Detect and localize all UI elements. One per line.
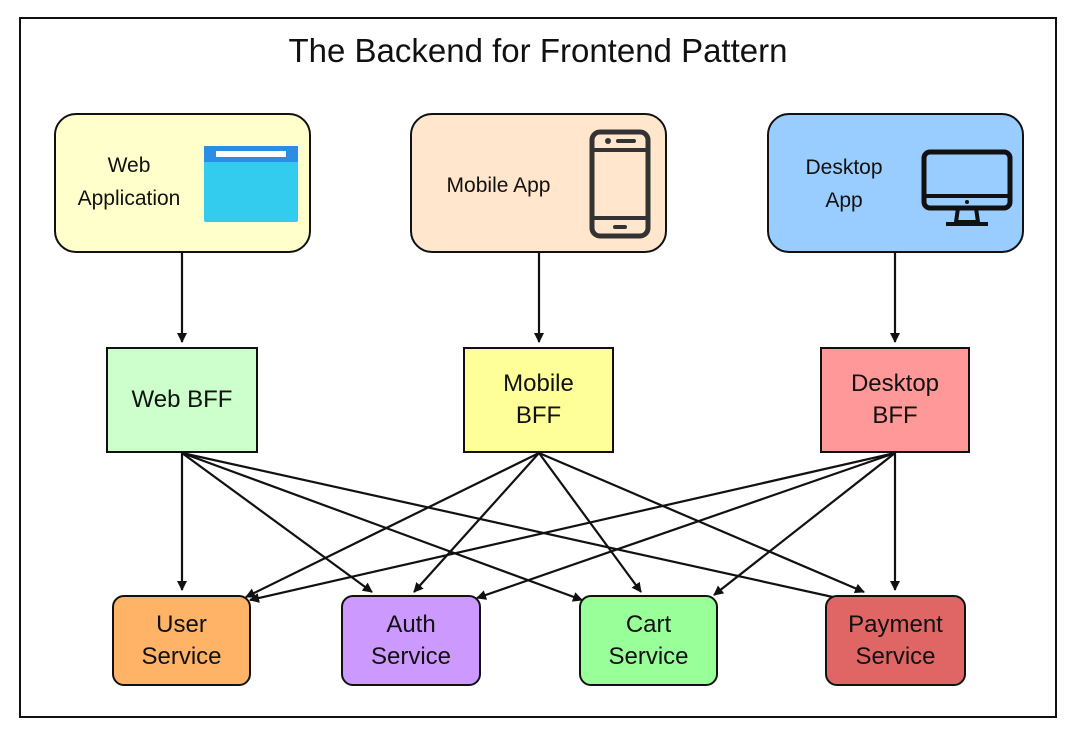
payment-service-label: Payment Service [848, 610, 943, 670]
desktop-monitor-icon [921, 149, 1013, 226]
mobile-app-label: Mobile App [446, 174, 551, 197]
auth-service-node: Auth Service [341, 595, 481, 686]
auth-service-label: Auth Service [370, 610, 452, 670]
edge-desktop-bff-to-auth [476, 451, 896, 600]
cart-service-label: Cart Service [608, 610, 689, 670]
diagram-title: The Backend for Frontend Pattern [288, 32, 788, 69]
web-application-label: Web Application [77, 154, 181, 210]
web-bff-label: Web BFF [131, 386, 233, 413]
edge-desktop-bff-to-cart [713, 452, 896, 596]
mobile-bff-node: Mobile BFF [463, 347, 614, 453]
edge-web-bff-to-payment [181, 451, 861, 606]
edge-mobile-bff-to-payment [538, 451, 865, 594]
edge-web-bff-to-auth [181, 452, 373, 593]
desktop-bff-node: Desktop BFF [820, 347, 970, 453]
mobile-app-node: Mobile App [410, 113, 667, 253]
smartphone-icon [589, 129, 651, 239]
user-service-node: User Service [112, 595, 251, 686]
cart-service-node: Cart Service [579, 595, 718, 686]
edge-web-bff-to-cart [181, 451, 583, 602]
diagram-frame [19, 17, 1057, 718]
edge-mobile-bff-to-auth [413, 452, 540, 593]
desktop-bff-label: Desktop BFF [850, 370, 940, 429]
mobile-bff-label: Mobile BFF [503, 370, 574, 429]
desktop-app-node: Desktop App [767, 113, 1024, 253]
desktop-app-label: Desktop App [805, 156, 883, 212]
user-service-label: User Service [141, 610, 222, 670]
payment-service-node: Payment Service [825, 595, 966, 686]
browser-window-icon [204, 146, 298, 222]
web-application-node: Web Application [54, 113, 311, 253]
edge-desktop-bff-to-user [249, 451, 896, 603]
web-bff-node: Web BFF [106, 347, 258, 453]
edge-mobile-bff-to-user [245, 452, 540, 598]
